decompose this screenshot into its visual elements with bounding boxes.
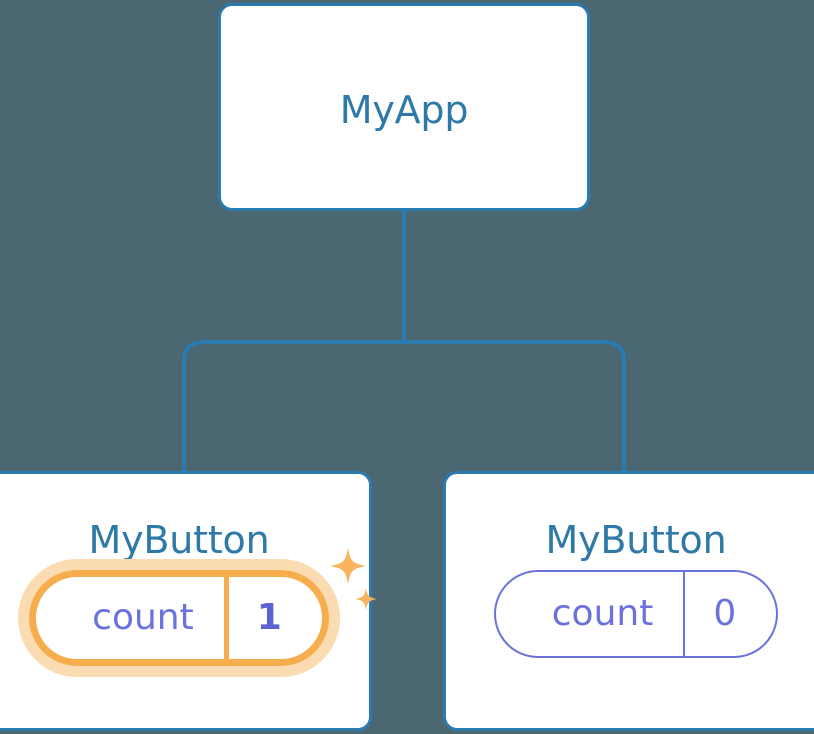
state-pill-left-value: 1 xyxy=(223,577,322,659)
node-mybutton-right-title: MyButton xyxy=(545,518,727,562)
node-mybutton-left-title: MyButton xyxy=(88,518,270,562)
connector-branch-bar xyxy=(182,340,626,471)
state-pill-left-key: count xyxy=(92,597,194,638)
state-pill-right[interactable]: count 0 xyxy=(493,570,779,658)
state-pill-left[interactable]: count 1 xyxy=(29,570,329,666)
state-pill-glow xyxy=(18,559,340,677)
state-pill-right-value: 0 xyxy=(683,572,776,656)
node-mybutton-right[interactable]: MyButton count 0 xyxy=(443,471,814,731)
state-pill-left-area: count 1 xyxy=(18,548,377,677)
state-pill-wrap-right: count 0 xyxy=(446,570,814,658)
node-mybutton-left[interactable]: MyButton count 1 xyxy=(0,471,377,731)
state-pill-right-area: count 0 xyxy=(493,570,779,658)
node-myapp[interactable]: MyApp xyxy=(218,3,590,211)
node-myapp-title: MyApp xyxy=(339,88,469,132)
sparkles-icon xyxy=(329,548,377,610)
state-pill-wrap-left: count 1 xyxy=(0,548,377,677)
state-pill-right-key: count xyxy=(551,593,654,634)
